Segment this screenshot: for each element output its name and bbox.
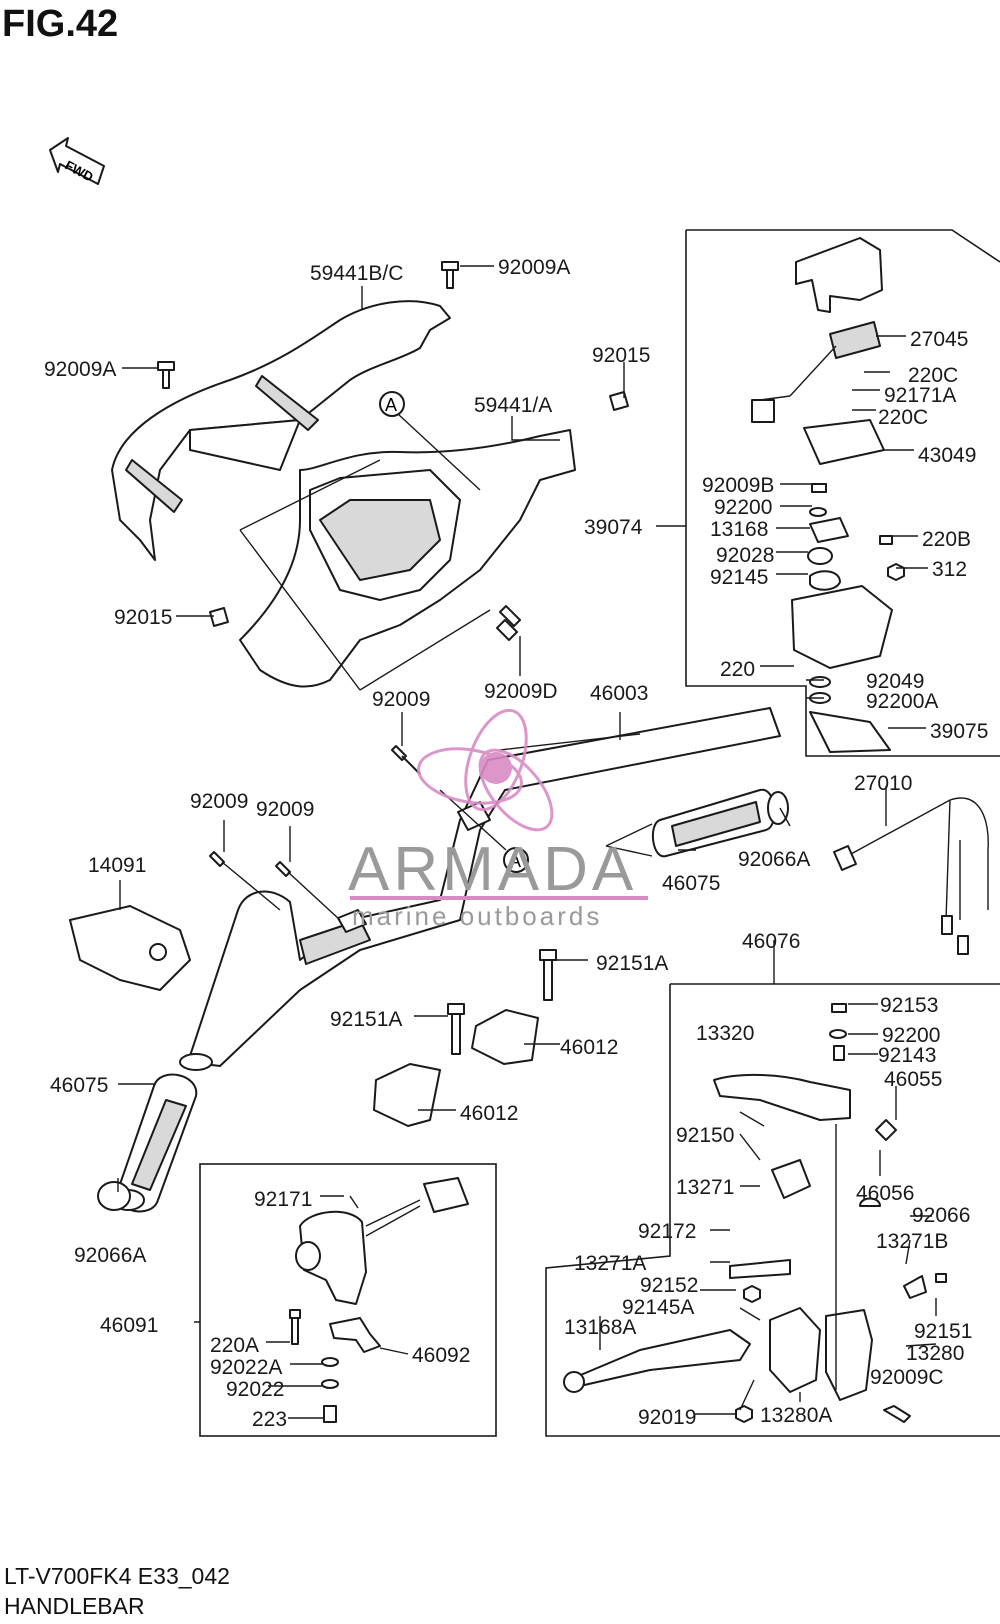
throttle-cable-icon (833, 797, 989, 955)
label-92200-2: 92200 (882, 1024, 940, 1047)
label-59441bc: 59441B/C (310, 262, 403, 285)
label-92151a-2: 92151A (330, 1008, 402, 1031)
label-27010: 27010 (854, 772, 912, 795)
figure-title: FIG.42 (2, 3, 118, 45)
label-92171: 92171 (254, 1188, 312, 1211)
watermark-brand: ARMADA (348, 835, 637, 904)
label-46075-1: 46075 (50, 1074, 108, 1097)
watermark-logo-icon (417, 708, 554, 832)
grip-left-icon (97, 1073, 198, 1213)
label-92009c: 92009C (870, 1366, 944, 1389)
label-14091: 14091 (88, 854, 146, 877)
label-92153: 92153 (880, 994, 938, 1017)
label-39074: 39074 (584, 516, 643, 539)
label-92172: 92172 (638, 1220, 696, 1243)
label-92015-1: 92015 (592, 344, 650, 367)
throttle-case-icon (751, 237, 905, 753)
label-46092: 46092 (412, 1344, 470, 1367)
label-46091: 46091 (100, 1314, 158, 1337)
label-92019: 92019 (638, 1406, 696, 1429)
label-92145a: 92145A (622, 1296, 694, 1319)
label-39075: 39075 (930, 720, 988, 743)
label-92171a: 92171A (884, 384, 956, 407)
label-13280a: 13280A (760, 1404, 832, 1427)
handlebar-cover-icon: A (111, 261, 629, 691)
box-39074 (685, 229, 1000, 757)
ref-a-circle-2-icon (503, 847, 529, 873)
box-46091 (199, 1163, 497, 1437)
label-92009-2: 92009 (190, 790, 248, 813)
label-92022a: 92022A (210, 1356, 282, 1379)
label-92009-1: 92009 (372, 688, 430, 711)
label-46056: 46056 (856, 1182, 914, 1205)
handlebar-clamp-icon (373, 949, 557, 1127)
label-92066a-2: 92066A (738, 848, 810, 871)
label-92152: 92152 (640, 1274, 698, 1297)
label-92028: 92028 (716, 544, 774, 567)
fwd-arrow-icon: FWD (49, 137, 105, 185)
label-92009-3: 92009 (256, 798, 314, 821)
leader-lines (117, 265, 937, 1419)
label-59441a: 59441/A (474, 394, 552, 417)
label-92066: 92066 (912, 1204, 970, 1227)
part-labels: 59441B/C 92009A 92009A 92015 59441/A 920… (44, 256, 988, 1431)
label-13168: 13168 (710, 518, 768, 541)
label-46012-1: 46012 (560, 1036, 618, 1059)
label-46003: 46003 (590, 682, 648, 705)
label-13280: 13280 (906, 1342, 964, 1365)
label-46076: 46076 (742, 930, 800, 953)
label-312: 312 (932, 558, 967, 581)
label-46075-2: 46075 (662, 872, 720, 895)
ref-a-label-2: A (509, 851, 521, 871)
label-92009a-2: 92009A (44, 358, 116, 381)
label-46012-2: 46012 (460, 1102, 518, 1125)
label-92151a-1: 92151A (596, 952, 668, 975)
label-92015-2: 92015 (114, 606, 172, 629)
label-220a: 220A (210, 1334, 259, 1357)
label-92066a-1: 92066A (74, 1244, 146, 1267)
label-220c-1: 220C (908, 364, 958, 387)
label-92009b: 92009B (702, 474, 774, 497)
label-220b: 220B (922, 528, 971, 551)
label-223: 223 (252, 1408, 287, 1431)
box-46076 (545, 983, 1000, 1437)
footer-name: HANDLEBAR (4, 1593, 145, 1619)
label-13320: 13320 (696, 1022, 754, 1045)
ref-a-circle-1-icon (379, 391, 405, 417)
footer-model: LT-V700FK4 E33_042 (4, 1563, 230, 1589)
cover-14091-icon (69, 905, 191, 991)
label-92049: 92049 (866, 670, 924, 693)
label-220c-2: 220C (878, 406, 928, 429)
label-13271b: 13271B (876, 1230, 948, 1253)
label-27045: 27045 (910, 328, 968, 351)
label-92009d: 92009D (484, 680, 558, 703)
label-92022: 92022 (226, 1378, 284, 1401)
label-92200a: 92200A (866, 690, 938, 713)
watermark-tagline: marine outboards (352, 901, 602, 931)
label-220: 220 (720, 658, 755, 681)
grip-right-icon (605, 788, 789, 858)
label-13271: 13271 (676, 1176, 734, 1199)
label-92145: 92145 (710, 566, 768, 589)
ref-a-label-1: A (385, 395, 397, 415)
label-43049: 43049 (918, 444, 976, 467)
label-13168a: 13168A (564, 1316, 636, 1339)
label-92009a-1: 92009A (498, 256, 570, 279)
label-92143: 92143 (878, 1044, 936, 1067)
label-92200: 92200 (714, 496, 772, 519)
label-46055: 46055 (884, 1068, 942, 1091)
brake-lever-assembly-icon (563, 1003, 947, 1423)
label-92150: 92150 (676, 1124, 734, 1147)
label-92151: 92151 (914, 1320, 972, 1343)
left-switch-icon (289, 1177, 469, 1423)
label-13271a: 13271A (574, 1252, 646, 1275)
